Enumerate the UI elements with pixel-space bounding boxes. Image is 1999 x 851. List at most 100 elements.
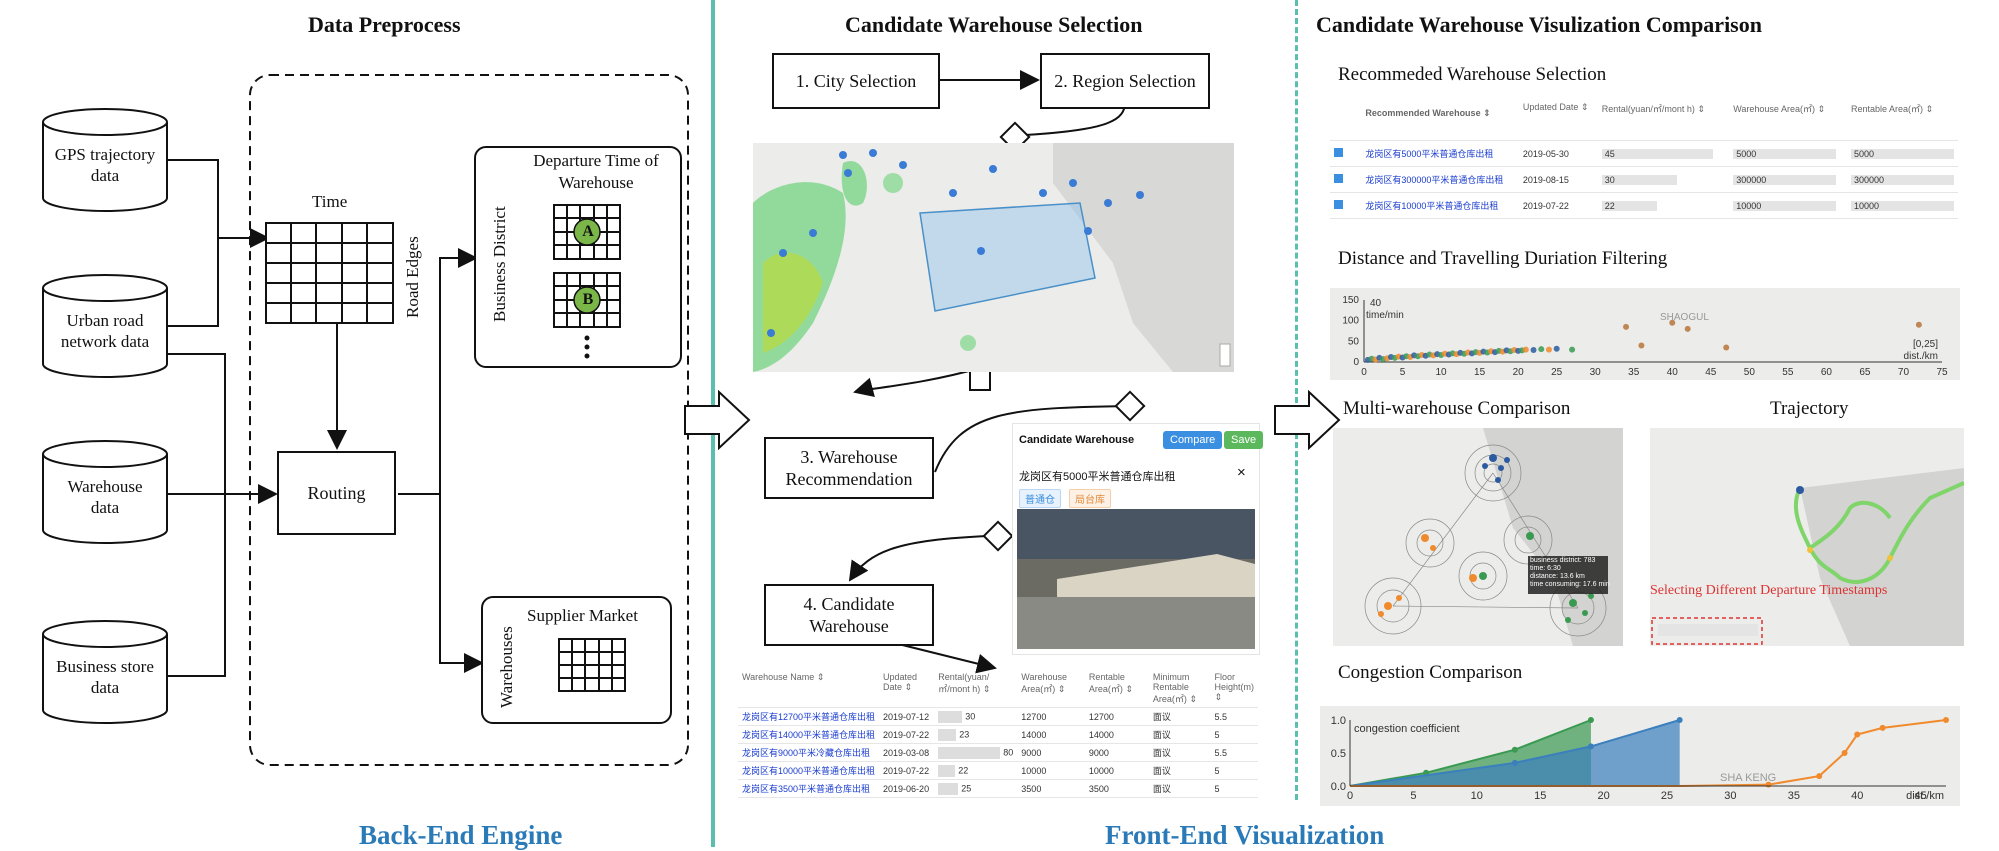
cell: 面议 [1148,779,1211,798]
scatter-point [1915,321,1922,328]
city-map[interactable] [753,143,1234,372]
multi-warehouse-canvas [1364,428,1623,646]
big-arrow-right [1274,390,1341,450]
col-header[interactable]: Warehouse Area(㎡) ⇕ [1017,670,1085,708]
row-checkbox[interactable] [1330,192,1362,219]
warehouse-data-label: Warehouse data [67,477,143,518]
y-tick-label: 0 [1353,357,1359,368]
row-checkbox[interactable] [1330,166,1362,193]
cell: 10000 [1084,761,1149,780]
cell[interactable]: 龙岗区有3500平米普通仓库出租 [738,779,880,798]
step-candidate-warehouse[interactable]: 4. Candidate Warehouse [764,584,934,646]
step-city-selection[interactable]: 1. City Selection [772,53,940,109]
scatter-point [1538,346,1545,353]
step4-label: 4. Candidate Warehouse [803,593,895,637]
compare-button[interactable]: Compare [1163,431,1223,449]
cell: 5 [1210,761,1258,780]
scatter-point [1545,346,1552,353]
col-header[interactable]: Rental(yuan/㎡/mont h) ⇕ [1597,100,1730,141]
road-edges-label: Road Edges [403,236,422,318]
close-icon[interactable]: × [1237,464,1246,481]
cell: 14000 [1017,725,1085,744]
gps-data-cylinder: GPS trajectory data [42,108,168,212]
right-title: Candidate Warehouse Visulization Compari… [1316,12,1762,37]
cell-rental: 30 [1601,174,1677,185]
y-axis-label: time/min [1366,310,1404,321]
business-store-cylinder: Business store data [42,620,168,724]
scatter-point [1530,347,1537,354]
row-checkbox[interactable] [1330,140,1362,167]
time-label: Time [312,192,348,211]
cell: 面议 [1148,761,1211,780]
x-tick-label: 45 [1915,790,1927,802]
multi-title: Multi-warehouse Comparison [1343,398,1571,419]
cell: 2019-05-30 [1518,140,1598,167]
cell[interactable]: 龙岗区有300000平米普通仓库出租 [1361,166,1519,193]
x-tick-label: 35 [1788,790,1800,802]
step-warehouse-recommendation[interactable]: 3. Warehouse Recommendation [764,437,934,499]
col-header[interactable]: Warehouse Name ⇕ [738,670,880,708]
congestion-point [1854,731,1861,738]
col-header[interactable]: Rental(yuan/㎡/mont h) ⇕ [934,670,1018,708]
col-header[interactable]: Rentable Area(㎡) ⇕ [1847,100,1958,141]
x-tick-label: 0 [1347,790,1353,802]
trajectory-canvas [1651,468,1964,646]
filter-title: Distance and Travelling Duriation Filter… [1338,248,1668,269]
col-header[interactable]: Rentable Area(㎡) ⇕ [1084,670,1149,708]
step-region-selection[interactable]: 2. Region Selection [1040,53,1210,109]
x-tick-label: 75 [1936,367,1948,378]
cell: 10000 [1847,192,1958,219]
cell: 5.5 [1210,743,1258,762]
cell-area: 10000 [1733,200,1837,211]
congestion-area [1350,720,1680,786]
multi-warehouse-map[interactable]: business district: 783 time: 6:30 distan… [1333,428,1623,646]
cell-area: 300000 [1733,174,1837,185]
cell[interactable]: 龙岗区有5000平米普通仓库出租 [1361,140,1519,167]
cell-rental: 25 [961,782,972,793]
step3-label: 3. Warehouse Recommendation [785,446,913,490]
save-button[interactable]: Save [1224,431,1264,449]
col-header[interactable]: Recommended Warehouse ⇕ [1361,100,1519,141]
tooltip: business district: 783 time: 6:30 distan… [1530,557,1610,589]
candidate-panel: Candidate Warehouse Compare Save 龙岗区有500… [1012,423,1264,655]
col-header[interactable]: Updated Date ⇕ [1518,100,1598,141]
col-header[interactable]: Minimum Rentable Area(㎡) ⇕ [1148,670,1211,708]
col-header[interactable]: Updated Date ⇕ [879,670,935,708]
congestion-title: Congestion Comparison [1338,662,1523,683]
cell: 10000 [1017,761,1085,780]
big-arrow-left [684,390,751,450]
cell[interactable]: 龙岗区有10000平米普通仓库出租 [1361,192,1519,219]
cell[interactable]: 龙岗区有9000平米冷藏仓库出租 [738,743,880,762]
candidate-panel-title: Candidate Warehouse [1019,434,1135,446]
cell[interactable]: 龙岗区有14000平米普通仓库出租 [738,725,880,744]
cell[interactable]: 龙岗区有12700平米普通仓库出租 [738,707,880,726]
cell: 2019-06-20 [879,779,935,798]
y-tick-label: 50 [1348,336,1360,347]
x-axis-label: dist./km [1906,790,1944,802]
warehouse-data-cylinder: Warehouse data [42,440,168,544]
cell: 5000 [1847,140,1958,167]
cell-rental: 45 [1601,148,1713,159]
routing-box: Routing [277,451,396,535]
trajectory-map[interactable]: Selecting Different Departure Timestamps [1650,428,1964,646]
x-tick-label: 5 [1400,367,1406,378]
cell[interactable]: 龙岗区有10000平米普通仓库出租 [738,761,880,780]
road-network-label: Urban road network data [60,311,150,352]
cell: 3500 [1017,779,1085,798]
x-tick-label: 10 [1436,367,1448,378]
x-tick-label: 35 [1628,367,1640,378]
y-tick-label: 0.5 [1331,748,1346,760]
y-tick-label: 150 [1342,295,1359,306]
col-header[interactable]: Floor Height(m) ⇕ [1210,670,1258,708]
col-header[interactable]: Warehouse Area(㎡) ⇕ [1729,100,1847,141]
cell: 面议 [1148,707,1211,726]
